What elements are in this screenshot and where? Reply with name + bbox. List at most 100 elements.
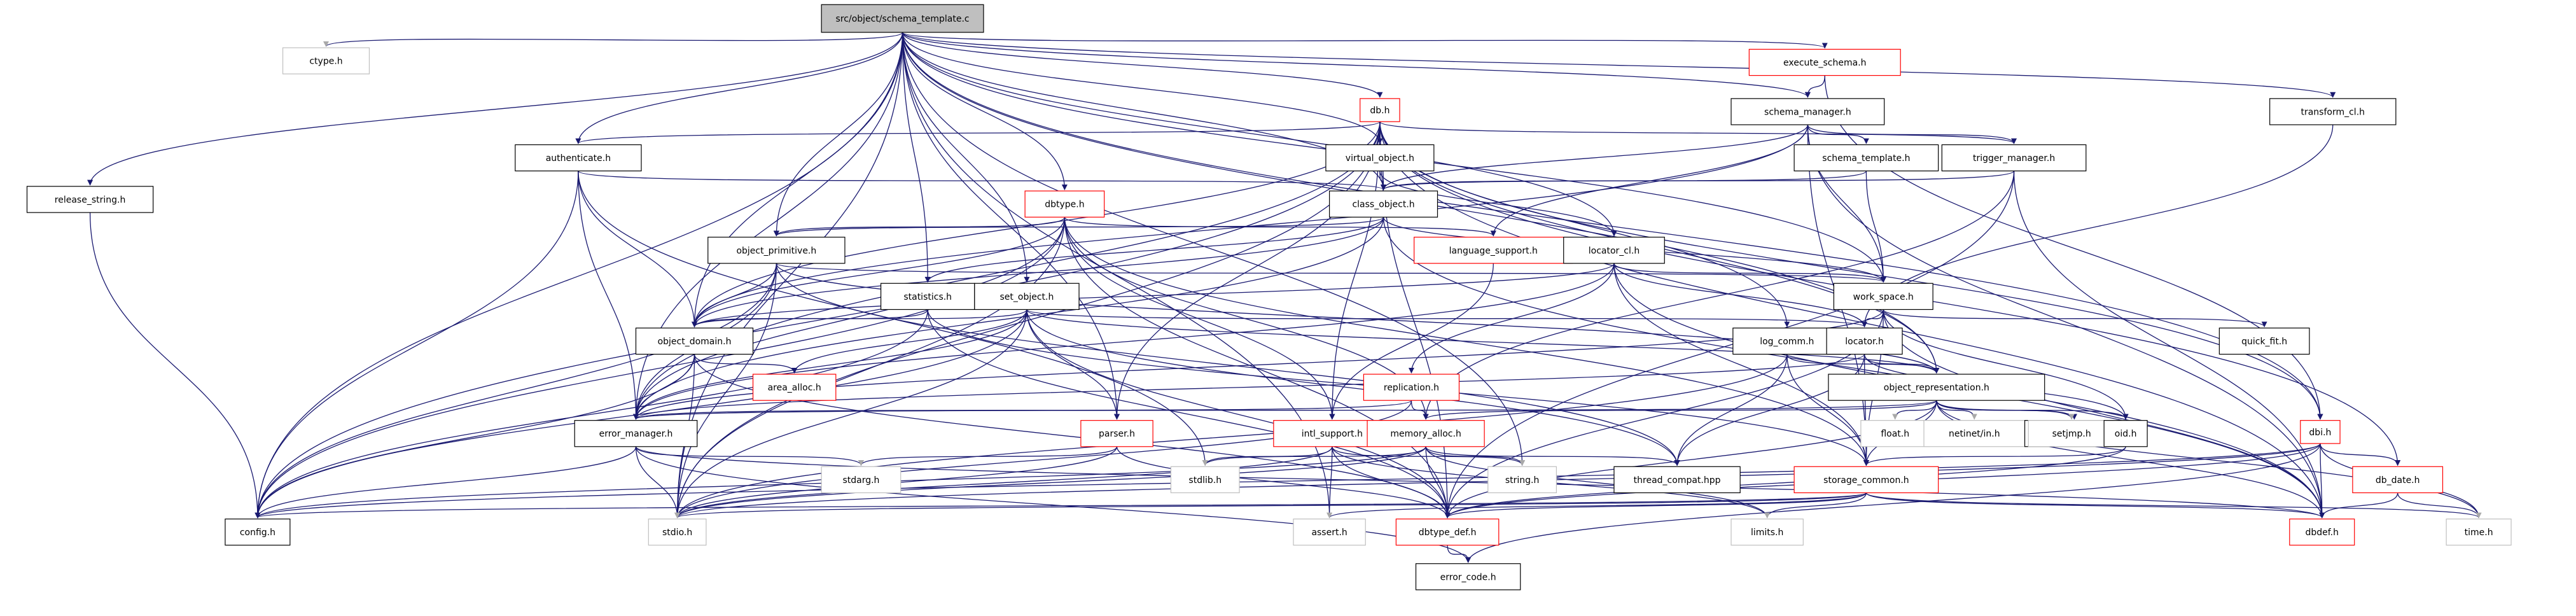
node-box [1363,374,1460,401]
edge-storage_common-to-stdio [674,492,1867,519]
edge-parser-to-dbtype_def [1116,446,1451,519]
node-float: float.h [1860,420,1930,447]
node-db[interactable]: db.h [1360,98,1400,122]
edge-schema_template_h-to-work_space [1865,171,1886,283]
edge-schema_manager-to-schema_template_h [1807,124,1869,144]
node-dbtype[interactable]: dbtype.h [1024,190,1105,218]
node-quick-fit[interactable]: quick_fit.h [2218,327,2310,355]
node-trigger-manager[interactable]: trigger_manager.h [1941,144,2087,172]
edge-dbtype-to-language_support [1064,216,1496,237]
edge-dbi-to-db_date [2320,443,2401,466]
node-locator-cl[interactable]: locator_cl.h [1563,237,1665,264]
edge-set_object-to-error_manager [633,309,1027,420]
node-parser[interactable]: parser.h [1080,420,1153,447]
node-virtual-object[interactable]: virtual_object.h [1325,144,1435,172]
edge-memory_alloc-to-stdio [674,446,1426,519]
edge-dbtype-to-storage_common [1064,217,1869,466]
node-label: log_comm.h [1760,337,1814,347]
edge-dbtype-to-config [254,217,1066,519]
node-error-code[interactable]: error_code.h [1415,563,1521,591]
node-config[interactable]: config.h [225,518,291,546]
edge-set_object-to-stdio [674,309,1027,519]
node-storage-common[interactable]: storage_common.h [1793,466,1939,494]
node-box [1793,144,1939,172]
node-label: locator.h [1845,337,1884,347]
edge-schema_manager-to-object_domain [692,125,1809,328]
node-box [2300,420,2341,444]
node-box [1367,420,1485,447]
file-nodes: src/object/schema_template.cctype.hrelea… [26,4,2512,591]
node-object-primitive[interactable]: object_primitive.h [707,237,846,264]
node-set-object[interactable]: set_object.h [974,283,1080,311]
node-transform-cl[interactable]: transform_cl.h [2269,98,2397,125]
edge-root-to-set_object [902,32,1030,283]
edge-root-to-class_object [902,32,1387,190]
edge-log_comm-to-object_representation [1786,354,1940,374]
node-statistics[interactable]: statistics.h [880,283,975,311]
node-dbtype-def[interactable]: dbtype_def.h [1395,518,1500,546]
edge-set_object-to-area_alloc [791,309,1027,374]
node-dbdef[interactable]: dbdef.h [2289,518,2355,546]
node-authenticate[interactable]: authenticate.h [515,144,642,172]
node-box [707,237,846,264]
edge-object_domain-to-area_alloc [693,354,798,374]
node-oid[interactable]: oid.h [2103,420,2148,447]
node-label: stdlib.h [1188,475,1222,486]
node-box [648,518,707,546]
node-box [2269,98,2397,125]
edge-trigger_manager-to-memory_alloc [1423,171,2015,420]
node-thread-compat[interactable]: thread_compat.hpp [1613,466,1741,494]
node-box [1395,518,1500,546]
edge-db-to-dbtype_def [1379,122,1451,519]
edge-set_object-to-object_representation [1026,309,1940,374]
node-label: error_manager.h [599,429,673,439]
node-error-manager[interactable]: error_manager.h [574,420,698,447]
node-box [26,186,154,213]
node-label: assert.h [1311,528,1347,538]
node-area-alloc[interactable]: area_alloc.h [752,374,837,401]
edge-root-to-object_primitive [773,32,903,237]
node-dbi[interactable]: dbi.h [2300,420,2341,444]
node-work-space[interactable]: work_space.h [1833,283,1933,311]
node-label: statistics.h [903,292,952,302]
edge-work_space-to-quick_fit [1883,309,2267,328]
edge-root-to-locator_cl [902,32,1617,237]
edge-object_domain-to-config [254,354,695,519]
edge-object_representation-to-error_manager [633,400,1937,420]
node-box [2352,466,2444,494]
edge-object_representation-to-float [1892,400,1937,420]
node-label: set_object.h [999,292,1054,302]
node-box [1941,144,2087,172]
node-label: db.h [1370,106,1389,116]
node-label: stdarg.h [842,475,879,486]
edge-root-to-string [902,32,1526,466]
edge-db-to-trigger_manager [1379,121,2017,144]
node-language-support[interactable]: language_support.h [1414,237,1573,264]
node-label: stdio.h [662,528,692,538]
node-release-string[interactable]: release_string.h [26,186,154,213]
node-object-representation[interactable]: object_representation.h [1828,374,2045,401]
node-memory-alloc[interactable]: memory_alloc.h [1367,420,1485,447]
node-root[interactable]: src/object/schema_template.c [821,4,984,33]
node-locator[interactable]: locator.h [1826,327,1903,355]
node-schema-template-h[interactable]: schema_template.h [1793,144,1939,172]
node-box [1732,327,1842,355]
edge-locator_cl-to-work_space [1613,263,1886,283]
edge-error_manager-to-stdarg [635,446,864,466]
node-netinet-in: netinet/in.h [1923,420,2026,447]
node-label: time.h [2465,528,2493,538]
node-box [1730,98,1885,125]
node-schema-manager[interactable]: schema_manager.h [1730,98,1885,125]
node-box [1563,237,1665,264]
node-object-domain[interactable]: object_domain.h [635,327,754,355]
edge-object_primitive-to-thread_compat [776,263,1680,466]
node-db-date[interactable]: db_date.h [2352,466,2444,494]
edge-class_object-to-error_manager [633,217,1384,420]
node-class-object[interactable]: class_object.h [1329,190,1438,218]
node-execute-schema[interactable]: execute_schema.h [1748,48,1901,76]
node-log-comm[interactable]: log_comm.h [1732,327,1842,355]
node-label: dbdef.h [2306,528,2339,538]
node-replication[interactable]: replication.h [1363,374,1460,401]
node-label: replication.h [1384,383,1439,393]
edge-statistics-to-config [254,309,928,519]
